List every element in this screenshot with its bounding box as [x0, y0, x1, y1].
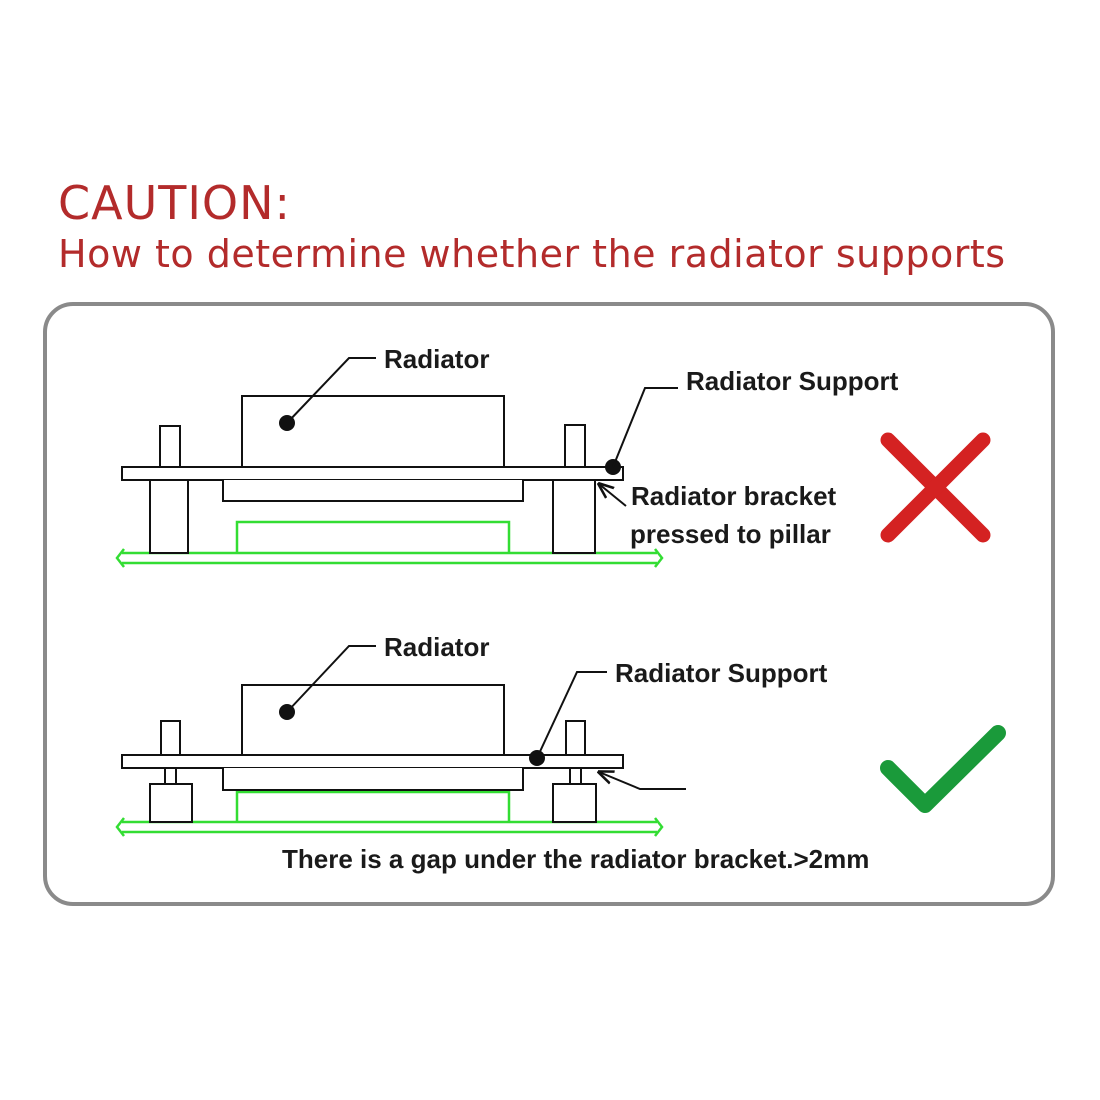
mounting-screw-right: [564, 424, 586, 469]
radiator-body: [241, 684, 505, 756]
radiator-leader-line: [286, 357, 376, 424]
support-label-top: Radiator Support: [686, 366, 899, 396]
radiator-base: [222, 768, 524, 791]
incorrect-installation-panel: Radiator Radiator Support Radiator brack…: [115, 344, 991, 568]
radiator-label-top: Radiator: [384, 344, 489, 374]
radiator-body: [241, 395, 505, 468]
support-leader-line: [536, 671, 607, 759]
caution-subtitle: How to determine whether the radiator su…: [58, 232, 1006, 276]
check-icon: [880, 725, 1006, 813]
gap-note: There is a gap under the radiator bracke…: [282, 844, 869, 874]
support-leader-line: [612, 387, 678, 468]
radiator-base: [222, 480, 524, 502]
support-label-bottom: Radiator Support: [615, 658, 828, 688]
mounting-screw-left: [159, 425, 181, 469]
radiator-bracket: [121, 754, 624, 769]
bracket-note-line1: Radiator bracket: [631, 481, 837, 511]
correct-installation-panel: Radiator Radiator Support There is a gap…: [115, 632, 1006, 874]
mounting-screw-left: [160, 720, 181, 756]
radiator-leader-line: [286, 645, 376, 713]
support-pillar-right: [552, 783, 597, 823]
bracket-note-line2: pressed to pillar: [630, 519, 831, 549]
bracket-arrow: [599, 484, 627, 507]
radiator-bracket: [121, 466, 624, 481]
caution-title: CAUTION:: [58, 176, 292, 230]
cross-icon: [880, 432, 991, 543]
mounting-screw-right: [565, 720, 586, 756]
support-pillar-left: [149, 479, 189, 554]
diagram-frame: [43, 302, 1055, 906]
radiator-label-bottom: Radiator: [384, 632, 489, 662]
gap-arrow: [599, 772, 686, 790]
support-pillar-left: [149, 783, 193, 823]
support-pillar-right: [552, 479, 596, 554]
